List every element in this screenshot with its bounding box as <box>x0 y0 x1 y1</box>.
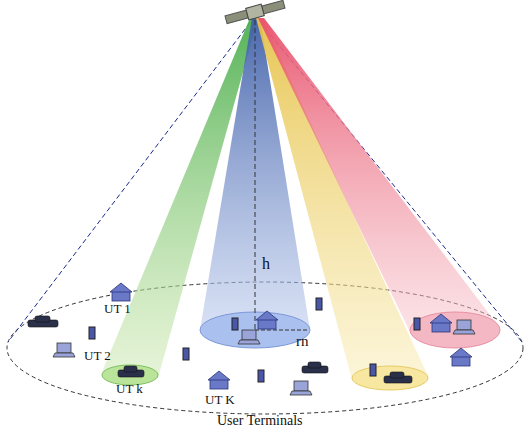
terminal-label: UT 2 <box>84 349 111 362</box>
terminal-label: UT 1 <box>104 302 131 315</box>
radius-label: rn <box>296 334 309 349</box>
terminal-label: UT k <box>116 382 143 395</box>
caption-label: User Terminals <box>217 414 302 428</box>
terminal-label: UT K <box>205 393 235 406</box>
height-label: h <box>262 256 270 272</box>
